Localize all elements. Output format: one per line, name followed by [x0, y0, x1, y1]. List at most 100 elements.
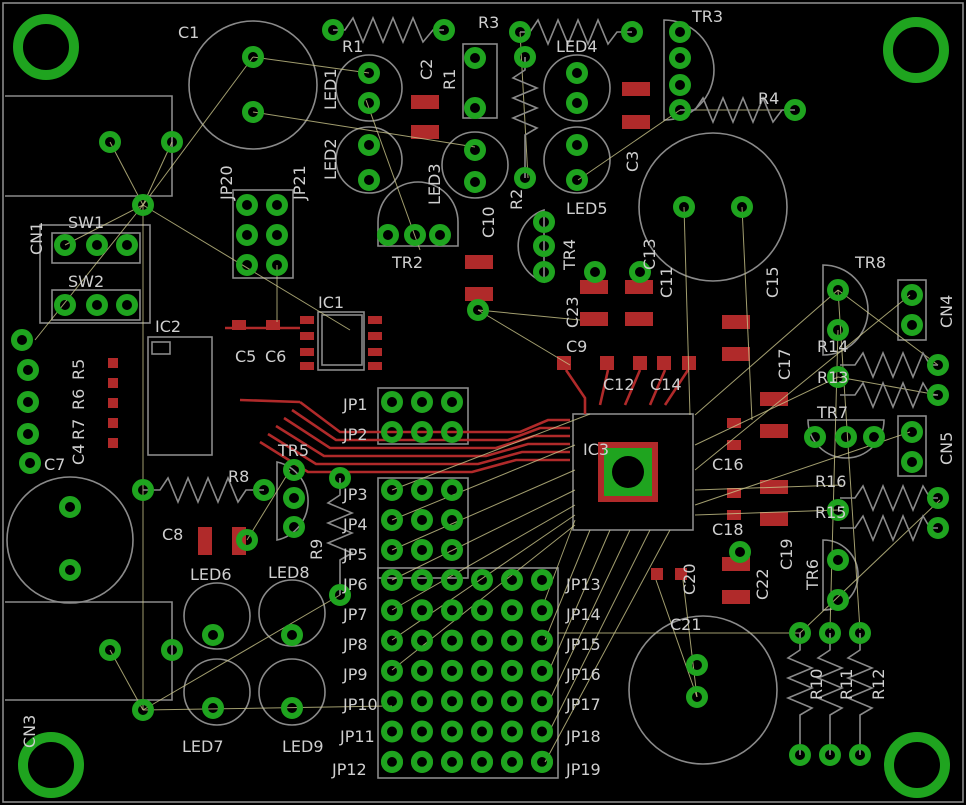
through-hole-pad: [901, 451, 923, 473]
label-c15: C15: [763, 266, 782, 298]
label-jp8: JP8: [342, 635, 368, 654]
label-c10: C10: [479, 206, 498, 238]
through-hole-pad: [501, 569, 523, 591]
through-hole-pad: [381, 720, 403, 743]
label-sw1: SW1: [68, 213, 104, 232]
through-hole-pad: [686, 686, 708, 708]
resistors: [143, 15, 938, 755]
through-hole-pad: [411, 509, 433, 531]
through-hole-pad: [411, 629, 433, 652]
through-hole-pad: [441, 539, 463, 561]
through-hole-pad: [784, 99, 806, 121]
connector-cn1-outline: [5, 95, 173, 701]
label-r2: R2: [507, 189, 526, 210]
label-r15: R15: [815, 503, 846, 522]
through-hole-pad: [283, 459, 305, 481]
through-hole-pad: [242, 46, 264, 68]
label-jp17: JP17: [565, 695, 601, 714]
through-hole-pad: [411, 421, 433, 443]
label-jp21: JP21: [290, 165, 309, 201]
through-hole-pad: [827, 319, 849, 341]
through-hole-pad: [927, 384, 949, 406]
through-hole-pad: [441, 391, 463, 413]
through-hole-pad: [827, 549, 849, 571]
label-jp2: JP2: [342, 425, 368, 444]
label-led7: LED7: [182, 737, 224, 756]
label-c20: C20: [680, 563, 699, 595]
through-hole-pad: [804, 426, 826, 448]
through-hole-pad: [514, 46, 536, 68]
label-r1: R1: [342, 37, 363, 56]
label-r12: R12: [869, 669, 888, 700]
through-hole-pad: [669, 21, 691, 43]
through-hole-pad: [161, 639, 183, 661]
through-hole-pad: [629, 261, 651, 283]
label-jp9: JP9: [342, 665, 368, 684]
ic3-body: [572, 413, 694, 531]
through-hole-pad: [17, 391, 39, 413]
label-jp18: JP18: [565, 727, 601, 746]
label-jp14: JP14: [565, 605, 601, 624]
through-hole-pad: [132, 699, 154, 721]
through-hole-pad: [566, 92, 588, 114]
label-led4: LED4: [556, 37, 598, 56]
label-c11: C11: [657, 266, 676, 298]
through-hole-pads: [11, 19, 949, 773]
through-hole-pad: [464, 139, 486, 161]
through-hole-pad: [927, 487, 949, 509]
through-hole-pad: [11, 329, 33, 351]
silkscreen-labels: C1 R1 LED1 C2 R1 R3 LED4 TR3 R4 LED2 LED…: [20, 7, 956, 779]
through-hole-pad: [514, 167, 536, 189]
through-hole-pad: [283, 516, 305, 538]
label-jp19: JP19: [565, 760, 601, 779]
through-hole-pad: [927, 517, 949, 539]
label-jp15: JP15: [565, 635, 601, 654]
label-led1: LED1: [321, 68, 340, 110]
label-c22: C22: [753, 568, 772, 600]
through-hole-pad: [236, 254, 258, 276]
through-hole-pad: [381, 539, 403, 561]
through-hole-pad: [411, 391, 433, 413]
through-hole-pad: [471, 569, 493, 591]
through-hole-pad: [17, 423, 39, 445]
label-jp6: JP6: [342, 575, 368, 594]
through-hole-pad: [99, 639, 121, 661]
through-hole-pad: [253, 479, 275, 501]
label-tr5: TR5: [277, 441, 309, 460]
label-ic3: IC3: [583, 440, 609, 459]
label-c7: C7: [44, 455, 65, 474]
through-hole-pad: [464, 171, 486, 193]
label-c8: C8: [162, 525, 183, 544]
through-hole-pad: [202, 624, 224, 646]
label-jp4: JP4: [342, 515, 368, 534]
through-hole-pad: [464, 47, 486, 69]
label-led8: LED8: [268, 563, 310, 582]
through-hole-pad: [849, 744, 871, 766]
through-hole-pad: [411, 599, 433, 622]
through-hole-pad: [266, 194, 288, 216]
label-c13: C13: [640, 238, 659, 270]
through-hole-pad: [531, 569, 553, 591]
through-hole-pad: [322, 19, 344, 41]
through-hole-pad: [501, 659, 523, 682]
through-hole-pad: [464, 97, 486, 119]
through-hole-pad: [411, 720, 433, 743]
label-c14: C14: [650, 375, 682, 394]
label-c23: C23: [563, 296, 582, 328]
through-hole-pad: [358, 169, 380, 191]
ic1-body: [300, 311, 382, 371]
label-r9: R9: [307, 539, 326, 560]
through-hole-pad: [501, 751, 523, 773]
label-cn3: CN3: [20, 715, 39, 748]
through-hole-pad: [927, 354, 949, 376]
through-hole-pad: [531, 659, 553, 682]
through-hole-pad: [441, 659, 463, 682]
through-hole-pad: [86, 294, 108, 316]
through-hole-pad: [236, 224, 258, 246]
label-led2: LED2: [321, 138, 340, 180]
through-hole-pad: [901, 421, 923, 443]
through-hole-pad: [132, 194, 154, 216]
label-c6: C6: [265, 347, 286, 366]
through-hole-pad: [471, 659, 493, 682]
